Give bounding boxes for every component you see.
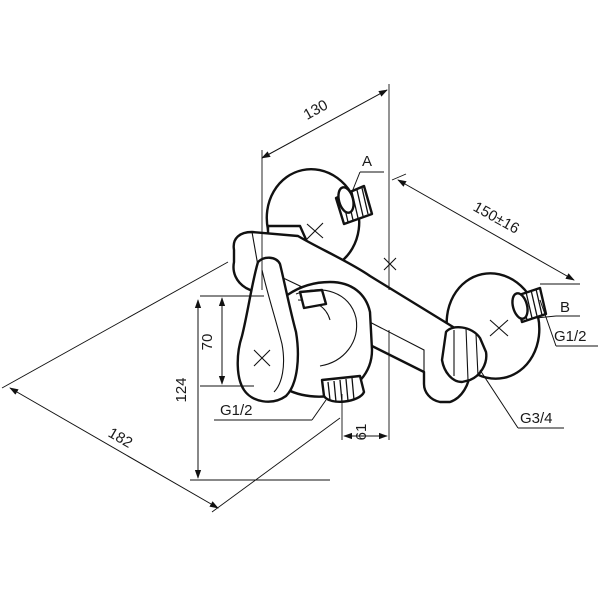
faucet-body-group <box>232 168 548 404</box>
callout-a: A <box>362 153 372 170</box>
right-coupling-nut <box>440 326 488 384</box>
lever-handle <box>236 256 300 403</box>
callout-thread-right: G1/2 <box>554 328 587 345</box>
extension-lines <box>1 84 580 513</box>
left-connector-thread <box>334 184 374 226</box>
leader-lines <box>214 171 598 429</box>
callout-b: B <box>560 299 570 316</box>
body-center-cross <box>383 257 397 271</box>
right-flange-cross <box>489 319 509 337</box>
callout-thread-outlet: G3/4 <box>520 410 553 427</box>
dim-label-150: 150±16 <box>470 199 522 238</box>
dimension-lines <box>9 89 575 509</box>
dim-label-70: 70 <box>199 334 216 351</box>
dim-line-182 <box>9 387 219 509</box>
dim-label-61: 61 <box>353 424 370 441</box>
dim-line-150 <box>397 179 575 281</box>
dim-label-130: 130 <box>301 97 331 124</box>
diverter-knob <box>298 288 328 310</box>
right-connector-thread <box>511 286 548 324</box>
dim-label-124: 124 <box>173 377 190 402</box>
left-flange-cross <box>306 222 324 240</box>
dim-label-182: 182 <box>105 424 135 451</box>
bottom-outlet-fitting <box>320 374 366 403</box>
callout-thread-left: G1/2 <box>220 402 253 419</box>
dim-line-130 <box>261 89 388 159</box>
